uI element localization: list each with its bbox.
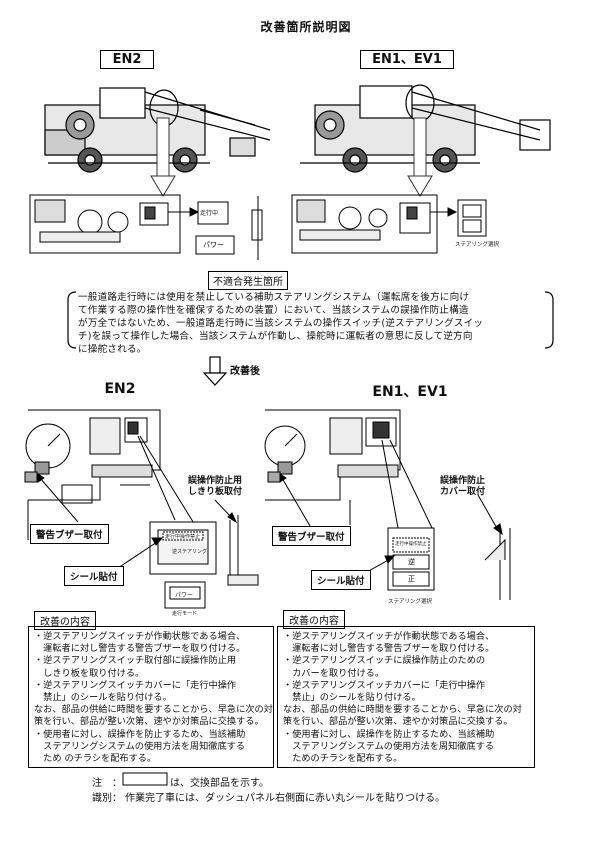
model-label-en2-bottom: EN2	[104, 381, 136, 397]
improvement-line: ステアリングシステムの使用方法を周知徹底する	[34, 740, 246, 752]
dashboard-en2-top	[29, 194, 200, 254]
improvement-line: ・逆ステアリングスイッチ取付部に誤操作防止用	[34, 655, 237, 667]
improvement-line: ステアリングシステムの使用方法を周知徹底する	[283, 740, 495, 752]
improvement-line: しきり板を取り付ける。	[34, 667, 145, 679]
switch-text-top-left: パワー	[203, 241, 224, 249]
issue-line: に操舵される。	[78, 344, 147, 355]
cover-install-callout: 誤操作防止 カバー取付	[440, 476, 486, 497]
zoom-switch-box-en1	[387, 527, 435, 591]
improvement-box-left: ・逆ステアリングスイッチが作動状態である場合、 運転者に対し警告する警告ブザーを…	[28, 626, 274, 768]
buzzer-callout-left: 警告ブザー取付	[30, 524, 109, 544]
dashboard-en2-bottom	[24, 409, 196, 540]
improvement-box-right: ・逆ステアリングスイッチが作動状態である場合、 運転者に対し警告する警告ブザーを…	[277, 626, 535, 768]
switch-panel-label-top-right: ステアリング選択	[455, 242, 500, 248]
improvement-line: 運転者に対し警告する警告ブザーを取り付ける。	[283, 643, 495, 655]
model-label-en1-ev1-top: EN1、EV1	[360, 50, 454, 69]
page-title: 改善箇所説明図	[260, 20, 352, 34]
forward-label: 正	[408, 575, 415, 583]
improvement-line: 禁止」のシールを貼り付ける。	[34, 692, 172, 704]
switch-text-left: 逆ステアリング	[172, 549, 208, 555]
arrow-down-icon	[407, 117, 433, 197]
improvement-label-left: 改善の内容	[34, 611, 96, 630]
improvement-line: ・逆ステアリングスイッチカバーに「走行中操作	[283, 679, 486, 691]
switch-panel-top-right	[457, 199, 487, 237]
arrow-down-icon	[202, 356, 228, 386]
model-label-en2-top: EN2	[100, 50, 154, 69]
legend-replacement-box	[122, 772, 168, 786]
leader-lines-en2	[37, 473, 164, 573]
zoom-switch-box-en2	[149, 521, 217, 609]
crane-en1-drawing	[300, 84, 551, 173]
ident-label: 識別：	[92, 793, 122, 804]
issue-line: て作業する際の操作性を確保するための装置）において、当該システムの誤操作防止構造	[78, 305, 469, 316]
improvement-line: ・使用者に対し、誤操作を防止するため、当該補助	[34, 728, 246, 740]
issue-line: 一般道路走行時には使用を禁止している補助ステアリングシステム（運転席を後方に向け	[78, 292, 470, 303]
ident-text: 作業完了車には、ダッシュパネル右側面に赤い丸シールを貼りつける。	[125, 793, 446, 804]
sticker-box-top-left	[197, 201, 229, 225]
seal-callout-left: シール貼付	[64, 566, 124, 586]
improvement-line: ・逆ステアリングスイッチが作動状態である場合、	[283, 631, 495, 642]
improvement-line: カバーを取り付ける。	[283, 667, 385, 679]
improvement-line: 運転者に対し警告する警告ブザーを取り付ける。	[34, 643, 246, 655]
sticker-text-top-left: 走行中	[200, 210, 219, 217]
power-text-left: パワー	[175, 592, 194, 599]
arrow-down-icon	[150, 117, 176, 197]
power-sub-left: 走行モード	[172, 611, 198, 617]
seal-text-left: 走行中操作禁止	[165, 534, 201, 540]
improvement-line: なお、部品の供給に時間を要することから、早急に次の対	[34, 704, 273, 716]
dashboard-en1-bottom	[264, 409, 433, 529]
improvement-line: ・逆ステアリングスイッチに誤操作防止のための	[283, 655, 486, 667]
improvement-line: なお、部品の供給に時間を要することから、早急に次の対	[283, 704, 522, 716]
note-label: 注 ：	[92, 778, 122, 789]
note-text: は、交換部品を示す。	[170, 778, 269, 789]
improvement-line: 策を行い、部品が整い次第、速やか対策品に交換する。	[34, 716, 264, 728]
improvement-line: ためのチラシを配布する。	[283, 753, 403, 765]
improvement-line: ・逆ステアリングスイッチカバーに「走行中操作	[34, 679, 237, 691]
plate-detail-en2	[214, 499, 259, 586]
steering-select-label: ステアリング選択	[388, 599, 433, 605]
improvement-line: 禁止」のシールを貼り付ける。	[283, 692, 421, 704]
cover-detail-en1	[477, 494, 511, 600]
dashboard-en1-top	[291, 194, 458, 254]
issue-line: が万全ではないため、一般道路走行時に当該システムの操作スイッチ(逆ステアリングス…	[78, 318, 484, 329]
crane-en2-drawing	[44, 87, 271, 173]
improvement-line: ・逆ステアリングスイッチが作動状態である場合、	[34, 631, 246, 642]
model-label-en1-ev1-bottom: EN1、EV1	[372, 384, 448, 400]
switch-box-top-left	[195, 235, 235, 255]
issue-label: 不適合発生箇所	[208, 271, 288, 290]
improvement-line: 策を行い、部品が整い次第、速やか対策品に交換する。	[283, 716, 513, 728]
improvement-line: ため のチラシを配布する。	[34, 753, 157, 765]
issue-description: 一般道路走行時には使用を禁止している補助ステアリングシステム（運転席を後方に向け…	[78, 291, 548, 356]
improvement-line: ・使用者に対し、誤操作を防止するため、当該補助	[283, 728, 495, 740]
issue-bracket	[67, 291, 554, 349]
seal-callout-right: シール貼付	[311, 570, 371, 590]
reverse-label: 逆	[408, 558, 415, 566]
after-label: 改善後	[230, 366, 260, 377]
issue-line: チ)を誤って操作した場合、当該システムが作動し、操舵時に運転者の意思に反して逆方…	[78, 331, 473, 342]
buzzer-callout-right: 警告ブザー取付	[272, 526, 351, 546]
plate-install-callout: 誤操作防止用 しきり板取付	[188, 476, 243, 497]
seal-text-right: 走行中操作禁止	[395, 542, 427, 547]
improvement-label-right: 改善の内容	[283, 610, 345, 629]
